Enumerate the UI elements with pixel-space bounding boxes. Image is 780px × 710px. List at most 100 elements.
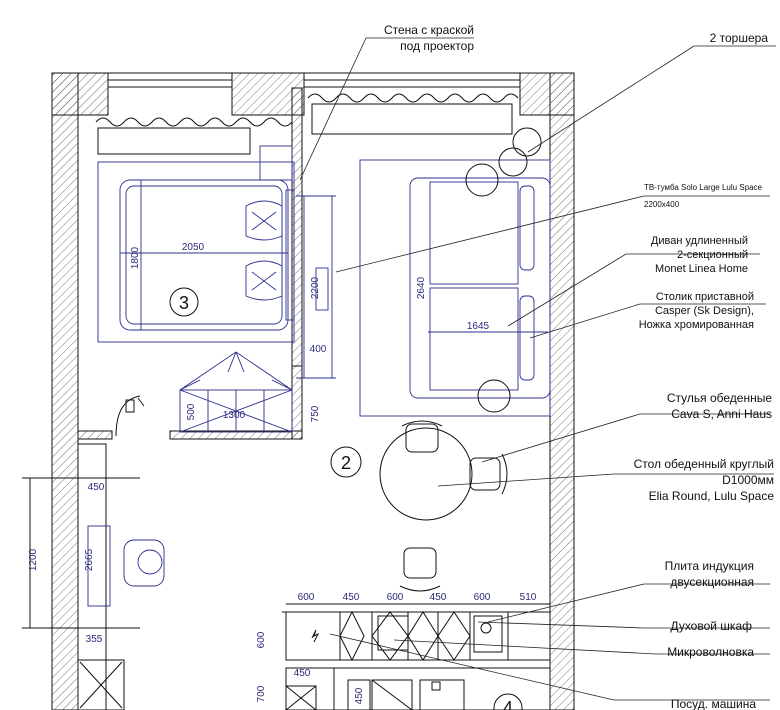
chair-bottom — [403, 547, 437, 579]
sofa-seat-1 — [429, 181, 519, 285]
partition-lower — [291, 365, 303, 440]
curtain-bedroom — [95, 117, 293, 127]
dim-kitchen-600b: 600 — [387, 592, 404, 603]
label-side-table-3: Ножка хромированная — [639, 319, 754, 331]
side-table — [477, 379, 511, 413]
dim-tv-depth: 400 — [310, 344, 327, 355]
label-sofa-2: 2-секционный — [677, 249, 748, 261]
label-sofa-1: Диван удлиненный — [651, 235, 748, 247]
dim-desk-2665: 2665 — [84, 548, 95, 571]
dim-kitchen-600c: 600 — [474, 592, 491, 603]
label-chairs-2: Cava S, Anni Haus — [671, 407, 772, 421]
bedroom: 2050 1800 3 500 1300 — [97, 145, 295, 437]
dim-kitchen-450a: 450 — [343, 592, 360, 603]
pillow-1 — [245, 200, 283, 241]
sofa-arm-2 — [519, 295, 535, 381]
dim-sofa-depth: 1645 — [467, 321, 490, 332]
dim-kitchen-side-450: 450 — [294, 668, 311, 679]
tv-stand: 2200 400 750 — [296, 195, 336, 422]
dim-kitchen-side-450b: 450 — [354, 687, 365, 704]
dim-wardrobe-width: 1300 — [223, 410, 246, 421]
label-cooktop-1: Плита индукция — [665, 559, 754, 573]
floor-lamp-1 — [512, 127, 542, 157]
bedroom-bottom-wall — [77, 430, 113, 440]
label-microwave: Микроволновка — [667, 645, 754, 659]
nightstand — [259, 145, 293, 181]
label-tv-stand-2: 2200х400 — [644, 200, 680, 209]
sink — [377, 615, 409, 651]
label-floor-lamps: 2 торшера — [710, 31, 769, 45]
label-side-table-1: Столик приставной — [656, 291, 754, 303]
dim-kitchen-450b: 450 — [430, 592, 447, 603]
dim-bed-length: 1800 — [130, 246, 141, 269]
label-side-table-2: Casper (Sk Design), — [655, 305, 754, 317]
bedroom-door — [115, 395, 145, 437]
bed — [119, 179, 289, 331]
dim-desk-450: 450 — [88, 482, 105, 493]
corridor-line — [77, 443, 107, 710]
partition-wall — [291, 87, 303, 367]
tv-unit — [315, 267, 329, 311]
label-dishwasher: Посуд. машина — [671, 697, 756, 710]
dim-750: 750 — [310, 405, 321, 422]
dim-tv-width: 2200 — [310, 276, 321, 299]
top-wall-left — [51, 72, 109, 116]
label-dining-table-1: Стол обеденный круглый — [634, 457, 774, 471]
chair-right — [469, 457, 501, 491]
label-dining-table-2: D1000мм — [722, 473, 774, 487]
dim-desk-1200: 1200 — [28, 548, 39, 571]
label-tv-stand-1: ТВ-тумба Solo Large Lulu Space — [644, 183, 763, 192]
right-wall — [549, 72, 575, 710]
callout-labels: Стена с краской под проектор 2 торшера Т… — [384, 23, 774, 710]
leader-lines — [299, 37, 776, 701]
label-sofa-3: Monet Linea Home — [655, 263, 748, 275]
cooktop — [473, 615, 503, 653]
kitchen-counter — [285, 611, 551, 661]
sofa-arm-1 — [519, 185, 535, 271]
room-number-3: 3 — [179, 293, 189, 313]
chair-top — [405, 423, 439, 453]
room-number-2-circle — [330, 446, 362, 478]
pantry — [285, 685, 317, 710]
curtain-living — [307, 93, 519, 103]
radiator-bedroom — [97, 127, 251, 155]
dining — [379, 420, 508, 592]
bed-inner — [125, 185, 283, 325]
dim-bed-width: 2050 — [182, 242, 205, 253]
label-chairs-1: Стулья обеденные — [667, 391, 772, 405]
room-number-4-circle — [493, 693, 523, 710]
label-wall-paint-2: под проектор — [400, 39, 474, 53]
kitchen: 600 450 600 450 600 510 600 450 700 450 … — [256, 592, 551, 710]
dim-wardrobe-depth: 500 — [186, 403, 197, 420]
floor-lamp-3 — [465, 163, 499, 197]
dim-desk-355: 355 — [86, 634, 103, 645]
label-dining-table-3: Elia Round, Lulu Space — [649, 489, 775, 503]
desk — [87, 525, 111, 607]
dining-table — [379, 427, 473, 521]
pillow-2 — [245, 260, 283, 301]
living-room: 2640 1645 2 — [330, 127, 551, 478]
label-wall-paint-1: Стена с краской — [384, 23, 474, 37]
dim-kitchen-side-700: 700 — [256, 685, 267, 702]
sofa-seat-2 — [429, 287, 519, 391]
dim-kitchen-510: 510 — [520, 592, 537, 603]
dim-kitchen-side-600: 600 — [256, 631, 267, 648]
walls — [51, 72, 575, 710]
room-number-3-circle — [169, 287, 199, 317]
room-number-2: 2 — [341, 453, 351, 473]
dim-sofa-length: 2640 — [416, 276, 427, 299]
radiator-living — [311, 103, 513, 135]
windows — [95, 72, 521, 155]
desk-chair — [123, 539, 165, 587]
room-number-4: 4 — [503, 698, 513, 710]
headboard — [285, 189, 295, 321]
desk-area: 450 2665 1200 355 — [22, 443, 165, 710]
label-oven: Духовой шкаф — [670, 619, 752, 633]
dim-kitchen-600: 600 — [298, 592, 315, 603]
label-cooktop-2: двусекционная — [670, 575, 754, 589]
left-wall — [51, 72, 79, 710]
floor-lamp-2 — [498, 147, 528, 177]
top-wall-right — [519, 72, 575, 116]
sofa — [409, 177, 551, 399]
